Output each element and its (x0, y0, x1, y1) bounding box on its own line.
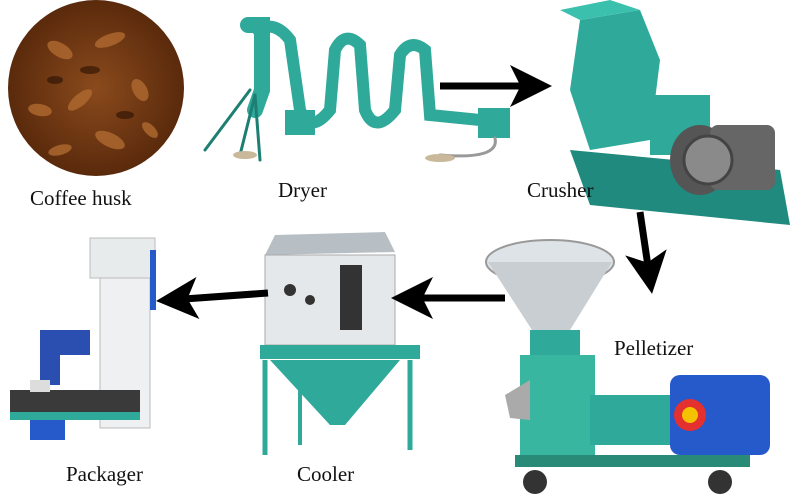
arrow-crusher-to-pelletizer (625, 211, 667, 294)
label-crusher: Crusher (527, 178, 594, 202)
label-coffee-husk: Coffee husk (30, 186, 132, 210)
pelletizer-image (485, 239, 770, 494)
label-pelletizer: Pelletizer (614, 336, 694, 360)
crusher-image (560, 0, 790, 225)
coffee-husk-image (8, 0, 184, 176)
dryer-image (203, 17, 510, 162)
label-dryer: Dryer (278, 178, 327, 202)
label-cooler: Cooler (297, 462, 355, 486)
label-packager: Packager (66, 462, 143, 486)
arrow-cooler-to-packager (156, 277, 269, 319)
packager-image (10, 237, 156, 440)
cooler-image (260, 232, 420, 455)
